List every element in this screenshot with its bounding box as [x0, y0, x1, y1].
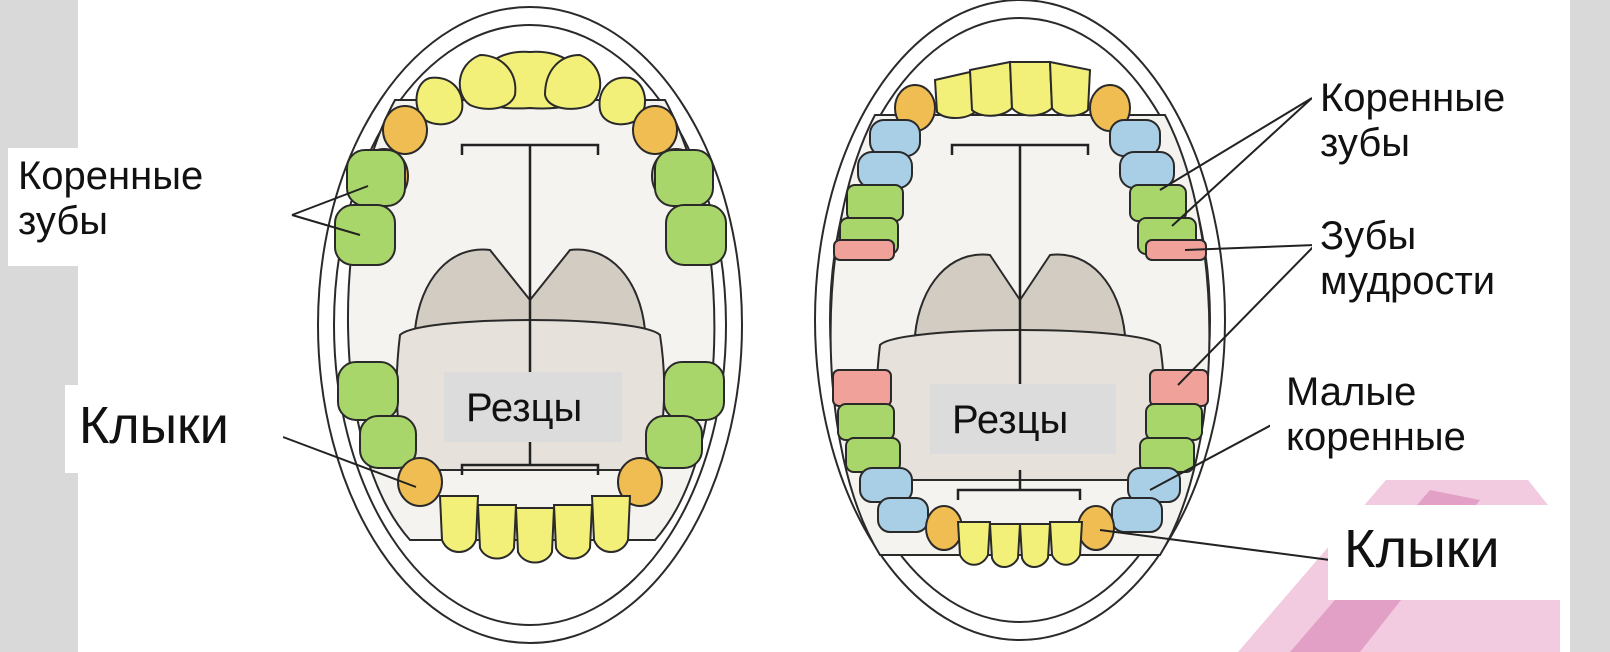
left-side-bar: [0, 0, 78, 652]
tooth-incisor: [935, 72, 975, 118]
tooth-incisor: [958, 522, 990, 565]
tooth-incisor: [478, 505, 516, 559]
label-right-incisors: Резцы: [930, 384, 1116, 454]
label-left-incisors: Резцы: [444, 372, 622, 442]
tooth-molar: [846, 438, 900, 472]
tooth-wisdom: [833, 370, 891, 406]
tooth-canine: [633, 106, 677, 154]
tooth-incisor: [516, 508, 554, 563]
tooth-premolar: [858, 152, 912, 188]
tooth-molar: [664, 362, 724, 420]
label-right-molars: Коренные зубы: [1312, 70, 1570, 188]
label-right-wisdom: Зубы мудрости: [1312, 210, 1570, 320]
label-left-canines-text: Клыки: [79, 397, 283, 455]
tooth-molar: [655, 150, 713, 206]
tooth-incisor: [592, 496, 630, 552]
tooth-canine: [1078, 506, 1114, 550]
tooth-incisor: [990, 524, 1020, 567]
tooth-premolar: [1120, 152, 1174, 188]
tooth-molar: [838, 404, 894, 440]
label-left-molars: Коренные зубы: [8, 148, 263, 266]
tooth-incisor: [440, 496, 478, 552]
tooth-molar: [338, 362, 398, 420]
label-left-incisors-text: Резцы: [466, 386, 622, 431]
label-left-molars-line2: зубы: [18, 199, 263, 244]
label-left-molars-line1: Коренные: [18, 154, 263, 199]
label-right-wisdom-line1: Зубы: [1320, 214, 1570, 259]
tooth-molar: [1146, 404, 1202, 440]
label-right-premolars-line1: Малые: [1286, 370, 1570, 415]
label-right-molars-line1: Коренные: [1320, 76, 1570, 121]
label-right-premolars-line2: коренные: [1286, 415, 1570, 460]
tooth-molar: [335, 205, 395, 265]
tooth-molar: [1140, 438, 1194, 472]
label-right-molars-line2: зубы: [1320, 121, 1570, 166]
tooth-premolar: [1112, 498, 1162, 532]
tooth-molar: [847, 185, 903, 221]
label-right-canines-text: Клыки: [1344, 519, 1568, 579]
tooth-premolar: [1110, 120, 1160, 156]
tooth-premolar: [870, 120, 920, 156]
tooth-molar: [646, 416, 702, 468]
tooth-molar: [347, 150, 405, 206]
label-right-wisdom-line2: мудрости: [1320, 259, 1570, 304]
label-right-incisors-text: Резцы: [952, 398, 1116, 443]
tooth-wisdom: [834, 240, 894, 260]
tooth-molar: [360, 416, 416, 468]
tooth-premolar: [878, 498, 928, 532]
tooth-molar: [666, 205, 726, 265]
label-left-canines: Клыки: [65, 385, 283, 473]
label-right-canines: Клыки: [1328, 505, 1568, 600]
right-side-bar: [1570, 0, 1610, 652]
tooth-incisor: [1020, 524, 1050, 567]
right-jaw-illustration: [815, 0, 1225, 640]
tooth-premolar: [1128, 468, 1180, 502]
tooth-premolar: [860, 468, 912, 502]
left-jaw-illustration: [318, 7, 742, 643]
tooth-molar: [1130, 185, 1186, 221]
tooth-canine: [926, 506, 962, 550]
tooth-incisor: [1010, 62, 1052, 116]
label-right-premolars: Малые коренные: [1270, 362, 1570, 480]
tooth-incisor: [1050, 62, 1090, 116]
tooth-canine: [383, 106, 427, 154]
tooth-incisor: [970, 62, 1012, 116]
tooth-incisor: [1050, 522, 1082, 565]
tooth-incisor: [554, 505, 592, 559]
tooth-wisdom: [1150, 370, 1208, 406]
